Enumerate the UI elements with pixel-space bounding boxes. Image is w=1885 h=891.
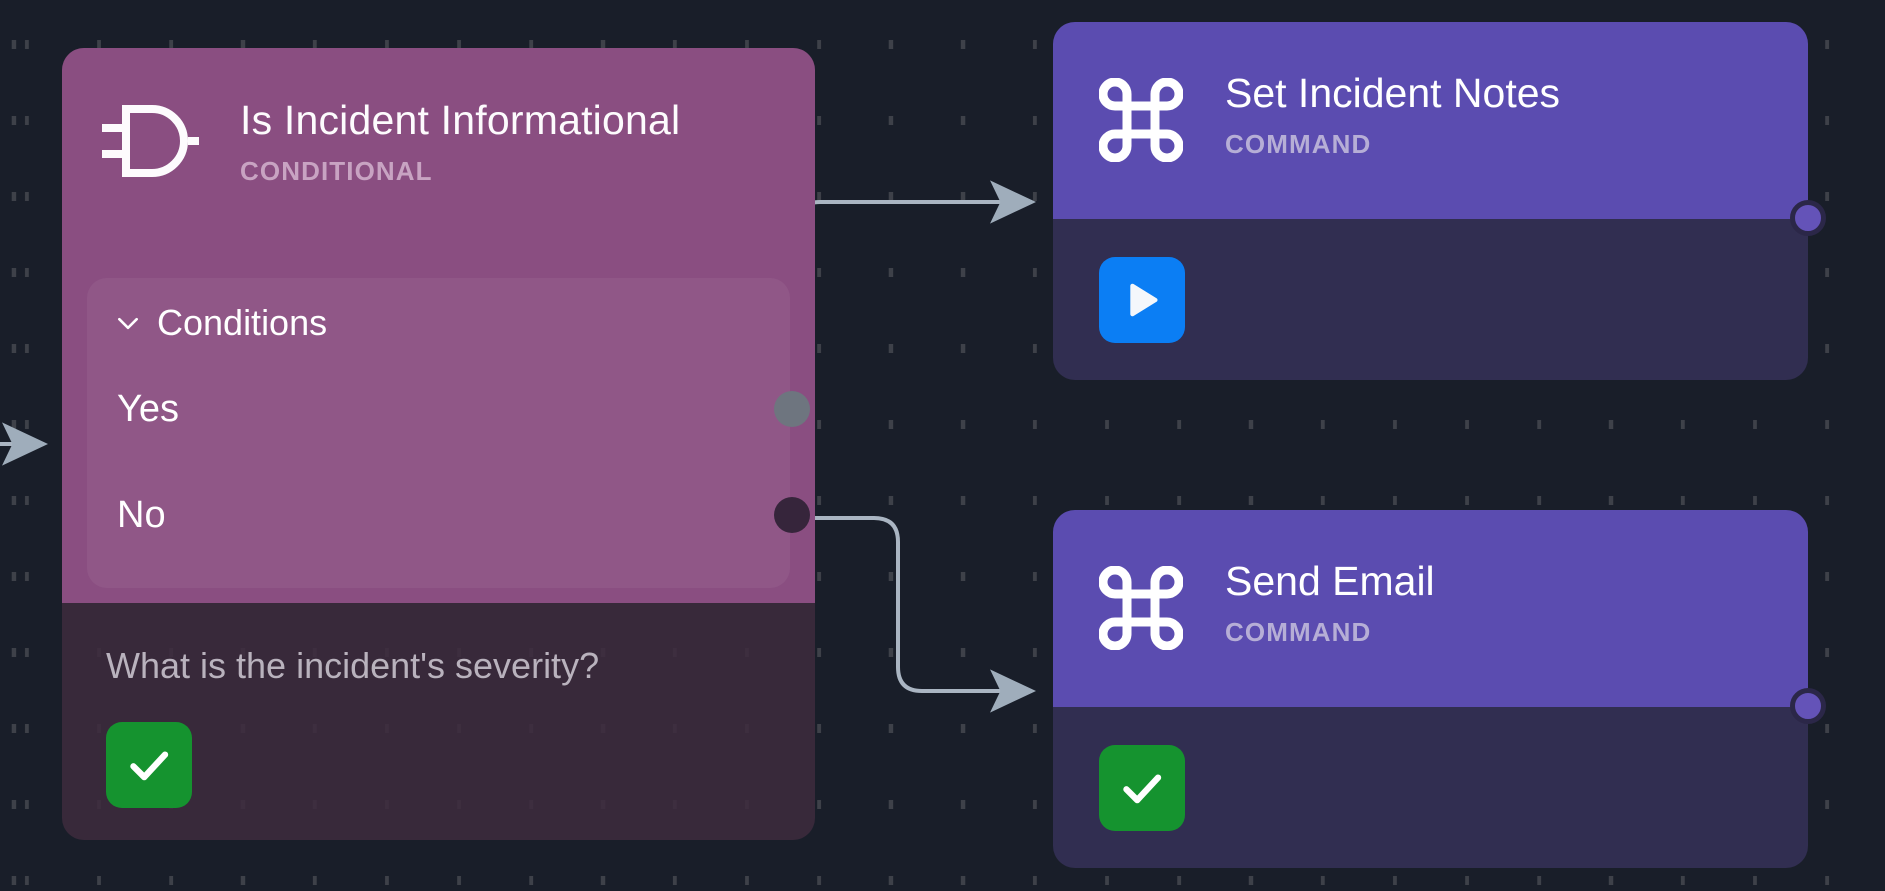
condition-branch-no[interactable]: No [117, 488, 790, 542]
conditions-label: Conditions [157, 302, 328, 343]
check-icon [1123, 774, 1162, 804]
severity-question-text: What is the incident's severity? [106, 645, 600, 686]
node-title: Set Incident Notes [1225, 70, 1561, 116]
conditions-toggle[interactable]: Conditions [115, 302, 327, 344]
node-send-email[interactable]: Send Email COMMAND [1053, 510, 1826, 868]
command-title-block: Send Email COMMAND [1225, 558, 1435, 648]
command-footer [1053, 707, 1808, 868]
conditional-upper-section: Is Incident Informational CONDITIONAL Co… [62, 48, 815, 603]
node-subtitle: COMMAND [1225, 129, 1372, 160]
node-set-incident-notes[interactable]: Set Incident Notes COMMAND [1053, 22, 1826, 380]
node-conditional[interactable]: Is Incident Informational CONDITIONAL Co… [62, 48, 815, 840]
output-port[interactable] [1790, 688, 1826, 724]
node-subtitle: CONDITIONAL [240, 156, 433, 187]
branch-port-no[interactable] [774, 497, 810, 533]
command-title-block: Set Incident Notes COMMAND [1225, 70, 1560, 160]
condition-branch-yes[interactable]: Yes [117, 382, 790, 436]
branch-label: No [117, 493, 166, 536]
conditions-panel[interactable]: Conditions Yes No [87, 278, 810, 588]
status-button[interactable] [1099, 745, 1185, 831]
conditional-status-button[interactable] [106, 722, 192, 808]
edge-no-to-send-email[interactable] [723, 516, 1036, 713]
command-icon [1099, 78, 1183, 162]
branch-label: Yes [117, 387, 179, 430]
conditional-footer: What is the incident's severity? [62, 603, 815, 840]
run-button[interactable] [1099, 257, 1185, 343]
command-icon [1099, 566, 1183, 650]
check-icon [130, 751, 169, 781]
output-port[interactable] [1790, 200, 1826, 236]
conditional-title-block: Is Incident Informational CONDITIONAL [240, 96, 680, 187]
command-header: Send Email COMMAND [1053, 510, 1808, 707]
chevron-down-icon[interactable] [115, 310, 141, 336]
node-title: Send Email [1225, 558, 1435, 604]
play-icon [1130, 283, 1158, 317]
command-footer [1053, 219, 1808, 380]
node-subtitle: COMMAND [1225, 617, 1372, 648]
node-title: Is Incident Informational [240, 97, 681, 143]
logic-gate-icon [102, 105, 199, 177]
branch-port-yes[interactable] [774, 391, 810, 427]
command-header: Set Incident Notes COMMAND [1053, 22, 1808, 219]
